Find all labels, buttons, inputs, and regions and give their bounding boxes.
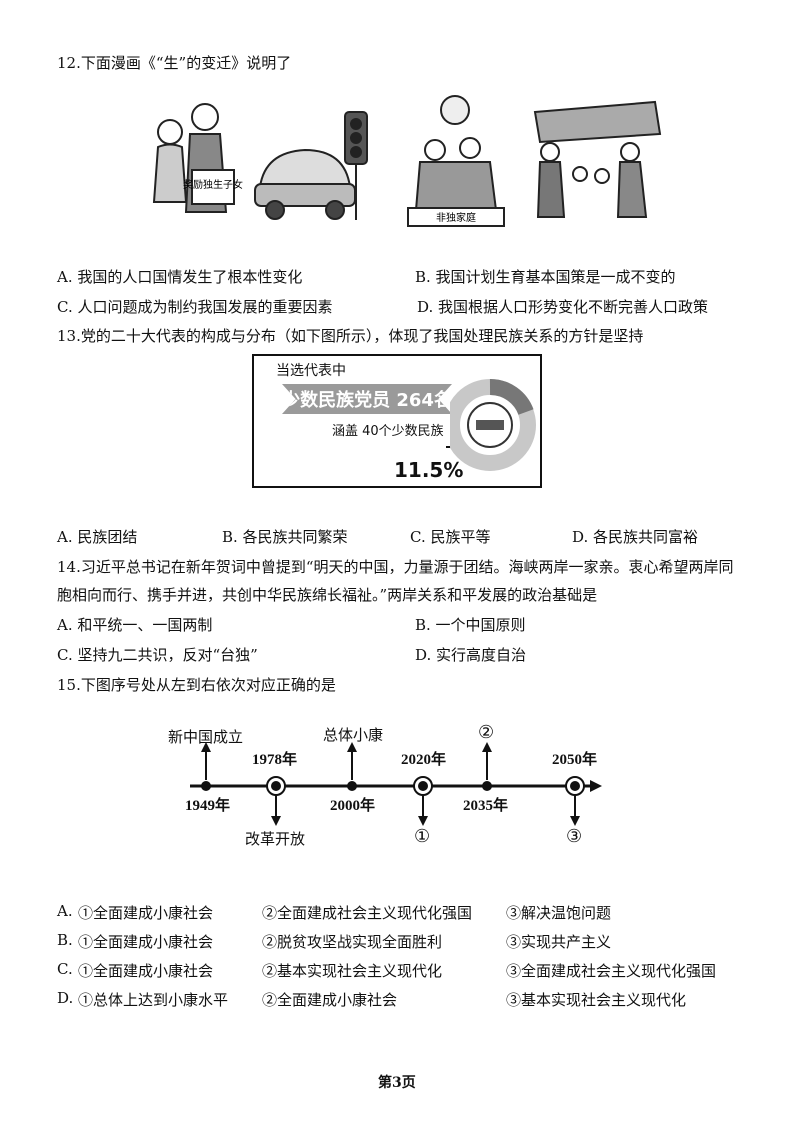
timeline-year-2020: 2020年 — [401, 752, 447, 768]
q15-option-b-item2: ②脱贫攻坚战实现全面胜利 — [262, 933, 443, 951]
q15-option-c-letter[interactable]: C. — [57, 960, 73, 978]
timeline-year-1949: 1949年 — [185, 798, 231, 814]
panel-top-text: 当选代表中 — [276, 363, 346, 379]
timeline-marker-3: ③ — [566, 826, 583, 847]
q15-option-c-item1: ①全面建成小康社会 — [78, 962, 214, 980]
q15-option-b-letter[interactable]: B. — [57, 931, 73, 949]
q15-option-a-letter[interactable]: A. — [57, 902, 73, 920]
panel-subtext: 涵盖 40个少数民族 — [332, 424, 444, 439]
q14-stem-line1: 14.习近平总书记在新年贺词中曾提到“明天的中国，力量源于团结。海峡两岸一家亲。… — [57, 558, 734, 576]
q13-infographic: 当选代表中 少数民族党员 264名 涵盖 40个少数民族 11.5% — [252, 354, 542, 488]
q14-stem-line2: 胞相向而行、携手并进，共创中华民族绵长福祉。”两岸关系和平发展的政治基础是 — [57, 586, 598, 604]
q12-cartoon: 奖励独生子女 非独家庭 — [152, 95, 662, 227]
timeline-arrowhead — [590, 780, 602, 792]
q15-timeline — [190, 742, 602, 826]
q15-option-d-item3: ③基本实现社会主义现代化 — [506, 991, 687, 1009]
q15-option-c-item3: ③全面建成社会主义现代化强国 — [506, 962, 717, 980]
panel-ring-graphic — [450, 378, 536, 471]
q12-stem: 12.下面漫画《“生”的变迁》说明了 — [57, 54, 292, 72]
cartoon-text-1: 奖励独生子女 — [183, 178, 243, 191]
q15-option-a-item1: ①全面建成小康社会 — [78, 904, 214, 922]
q15-option-d-letter[interactable]: D. — [57, 989, 74, 1007]
timeline-marker-1: ① — [414, 826, 431, 847]
q15-option-a-item2: ②全面建成社会主义现代化强国 — [262, 904, 473, 922]
timeline-marker-2: ② — [478, 722, 495, 743]
timeline-dot-2000 — [347, 781, 357, 791]
q12-option-c[interactable]: C. 人口问题成为制约我国发展的重要因素 — [57, 298, 333, 316]
q15-option-a-item3: ③解决温饱问题 — [506, 904, 612, 922]
q13-stem: 13.党的二十大代表的构成与分布（如下图所示），体现了我国处理民族关系的方针是坚… — [57, 327, 644, 345]
q13-option-b[interactable]: B. 各民族共同繁荣 — [222, 528, 348, 546]
timeline-label-1949: 新中国成立 — [168, 728, 244, 746]
q14-option-b[interactable]: B. 一个中国原则 — [415, 616, 526, 634]
q13-option-c[interactable]: C. 民族平等 — [410, 528, 491, 546]
timeline-label-1978: 改革开放 — [245, 830, 306, 848]
q15-option-d-item2: ②全面建成小康社会 — [262, 991, 398, 1009]
q13-option-d[interactable]: D. 各民族共同富裕 — [572, 528, 699, 546]
timeline-dot-1949 — [201, 781, 211, 791]
q13-option-a[interactable]: A. 民族团结 — [57, 528, 138, 546]
q15-option-b-item1: ①全面建成小康社会 — [78, 933, 214, 951]
timeline-year-2050: 2050年 — [552, 752, 598, 768]
q12-option-b[interactable]: B. 我国计划生育基本国策是一成不变的 — [415, 268, 676, 286]
q14-option-d[interactable]: D. 实行高度自治 — [415, 646, 527, 664]
timeline-year-1978: 1978年 — [252, 752, 298, 768]
q14-option-a[interactable]: A. 和平统一、一国两制 — [57, 616, 213, 634]
panel-percent: 11.5% — [394, 458, 464, 482]
panel-headline: 少数民族党员 264名 — [282, 384, 452, 414]
cartoon-text-2: 非独家庭 — [436, 211, 476, 224]
q15-option-c-item2: ②基本实现社会主义现代化 — [262, 962, 443, 980]
q15-stem: 15.下图序号处从左到右依次对应正确的是 — [57, 676, 336, 694]
q12-option-a[interactable]: A. 我国的人口国情发生了根本性变化 — [57, 268, 303, 286]
timeline-label-2000: 总体小康 — [323, 726, 384, 744]
q15-option-b-item3: ③实现共产主义 — [506, 933, 612, 951]
cartoon-figure-head — [157, 119, 183, 145]
q12-option-d[interactable]: D. 我国根据人口形势变化不断完善人口政策 — [417, 298, 709, 316]
q14-option-c[interactable]: C. 坚持九二共识，反对“台独” — [57, 646, 258, 664]
timeline-year-2035: 2035年 — [463, 798, 509, 814]
page-number: 第3页 — [378, 1075, 416, 1091]
timeline-dot-2035 — [482, 781, 492, 791]
timeline-year-2000: 2000年 — [330, 798, 376, 814]
q15-option-d-item1: ①总体上达到小康水平 — [78, 991, 229, 1009]
